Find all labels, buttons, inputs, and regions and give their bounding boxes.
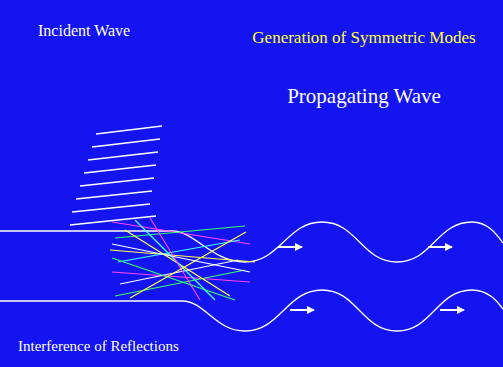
propagation-arrows bbox=[278, 247, 464, 310]
modes-heading: Generation of Symmetric Modes bbox=[250, 28, 478, 48]
incident-label: Incident Wave bbox=[38, 22, 178, 40]
waveguide-walls bbox=[0, 222, 503, 331]
propagating-label: Propagating Wave bbox=[250, 84, 478, 108]
reflection-lines bbox=[110, 218, 255, 300]
incident-wavefronts bbox=[70, 126, 162, 225]
interference-label: Interference of Reflections bbox=[18, 338, 278, 355]
